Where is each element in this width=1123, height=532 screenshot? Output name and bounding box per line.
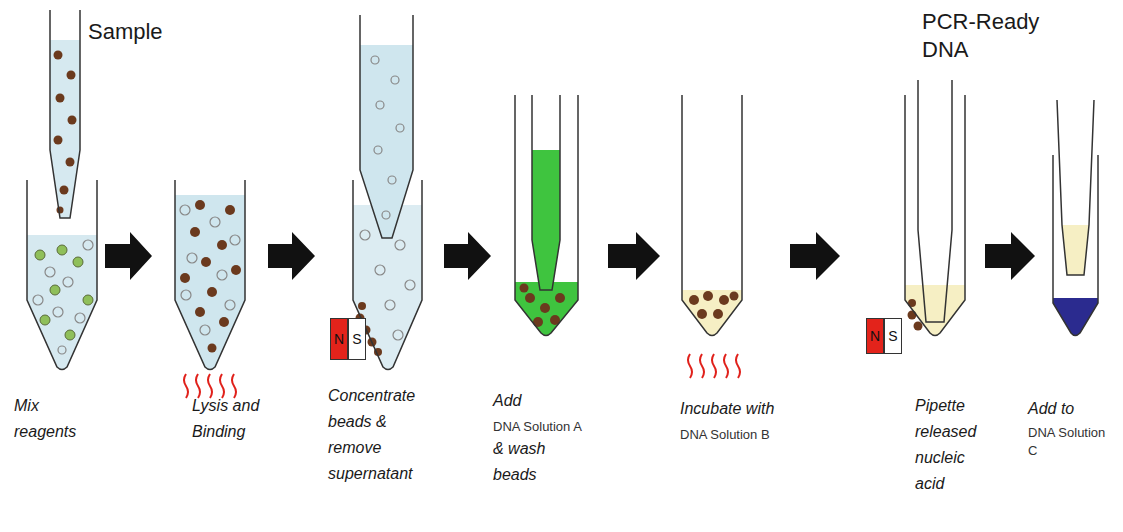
tube-concentrate: [353, 15, 422, 370]
step-caption: Lysis and Binding: [192, 393, 287, 445]
pole-letter: S: [888, 328, 897, 344]
pole-letter: N: [870, 328, 880, 344]
magnet-north: N: [330, 318, 348, 360]
tube-pipette: [905, 80, 965, 336]
reagent-name: DNA Solution A: [493, 418, 608, 436]
tube-wash: [515, 95, 578, 336]
step-caption: Add: [493, 388, 553, 414]
magnet-south: S: [884, 318, 902, 354]
sample-title: Sample: [88, 18, 198, 46]
tube-final: [1053, 100, 1098, 336]
magnet-north: N: [866, 318, 884, 354]
reagent-name: DNA Solution B: [680, 426, 800, 444]
magnet-south: S: [348, 318, 366, 360]
step-caption: Mix reagents: [14, 393, 84, 445]
tube-incubate: [682, 95, 742, 378]
step-caption: Incubate with: [680, 396, 800, 422]
pole-letter: S: [352, 331, 361, 347]
step-caption: & wash beads: [493, 436, 565, 488]
tube-lysis: [175, 180, 245, 398]
reagent-name: DNA Solution C: [1028, 424, 1108, 460]
step-caption: Pipette released nucleic acid: [915, 393, 995, 497]
step-caption: Concentrate beads & remove supernatant: [328, 383, 438, 487]
step-caption: Add to: [1028, 396, 1098, 422]
pole-letter: N: [334, 331, 344, 347]
output-title: PCR-Ready DNA: [922, 8, 1062, 64]
tube-mix: [27, 10, 97, 370]
